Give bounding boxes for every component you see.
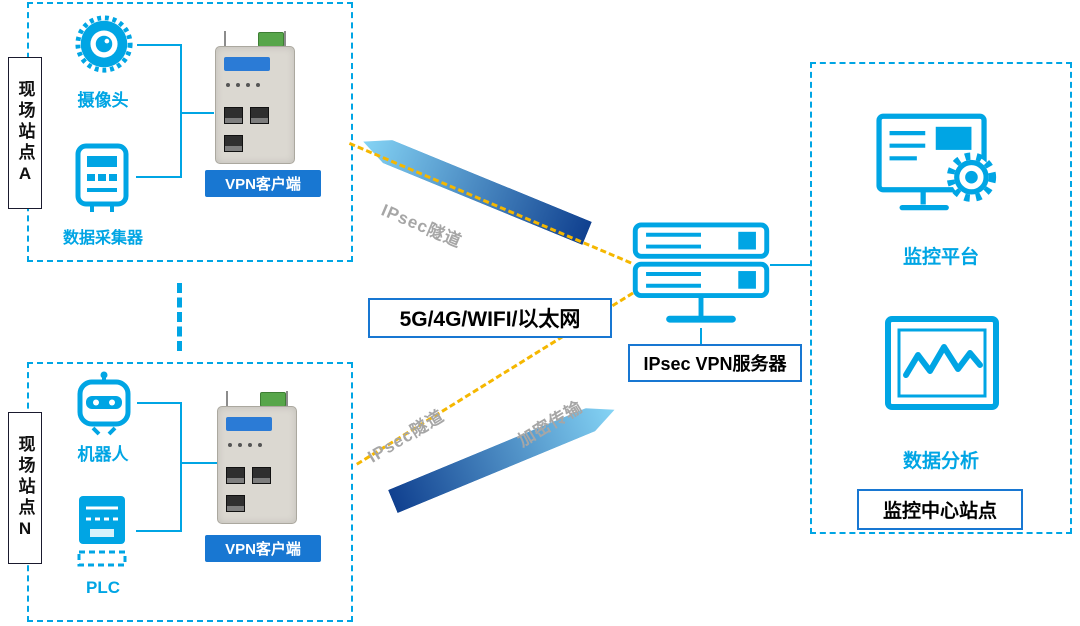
ipsec-vpn-server-label: IPsec VPN服务器 [628, 344, 802, 382]
router-leds [228, 443, 262, 447]
antenna-icon [226, 391, 228, 407]
site-n-connector-line [137, 402, 180, 404]
vpn-server-icon [632, 222, 770, 326]
robot-icon [73, 370, 135, 436]
site-n-vpn-client-badge: VPN客户端 [205, 535, 321, 562]
monitor-center-box [810, 62, 1072, 534]
vpn-router-n [214, 388, 302, 526]
site-a-connector-line [180, 112, 214, 114]
site-a-connector-line [136, 176, 180, 178]
router-body [215, 46, 295, 164]
tunnel-label-top: IPsec隧道 [378, 200, 465, 252]
server-center-connector [770, 264, 810, 266]
terminal-block [260, 392, 286, 407]
more-sites-ellipsis [177, 283, 182, 351]
router-body [217, 406, 297, 524]
antenna-icon [286, 391, 288, 407]
vpn-router-a [212, 28, 300, 166]
center-device-1-caption: 监控平台 [902, 247, 979, 268]
ethernet-ports [226, 467, 271, 484]
antenna-icon [284, 31, 286, 47]
site-a-connector-line [180, 44, 182, 178]
router-logo [226, 417, 272, 431]
site-n-connector-line [136, 530, 180, 532]
terminal-block [258, 32, 284, 47]
ethernet-port [224, 135, 243, 152]
router-leds [226, 83, 260, 87]
network-type-label: 5G/4G/WIFI/以太网 [368, 298, 612, 338]
data-flow-arrow-top [359, 130, 592, 245]
site-n-side-label: 现场站点N [8, 412, 42, 564]
site-a-side-label: 现场站点A [8, 57, 42, 209]
monitor-gear-icon [872, 110, 1010, 236]
monitor-center-title: 监控中心站点 [857, 489, 1023, 530]
ethernet-port [226, 495, 245, 512]
router-logo [224, 57, 270, 71]
ethernet-ports [224, 107, 269, 124]
dome-camera-icon [73, 13, 135, 75]
site-n-connector-line [180, 462, 217, 464]
smart-meter-icon [70, 142, 134, 214]
data-screen-icon [882, 312, 1002, 424]
site-n-connector-line [180, 402, 182, 532]
site-a-vpn-client-badge: VPN客户端 [205, 170, 321, 197]
antenna-icon [224, 31, 226, 47]
site-a-device-2-caption: 数据采集器 [62, 230, 143, 247]
site-n-device-2-caption: PLC [86, 578, 120, 597]
server-label-connector [700, 328, 702, 344]
site-a-connector-line [137, 44, 180, 46]
site-n-device-1-caption: 机器人 [77, 445, 129, 464]
site-a-device-1-caption: 摄像头 [77, 91, 129, 110]
plc-icon [70, 494, 134, 570]
tunnel-label-bottom: IPsec隧道 [364, 406, 448, 467]
center-device-2-caption: 数据分析 [902, 451, 979, 472]
